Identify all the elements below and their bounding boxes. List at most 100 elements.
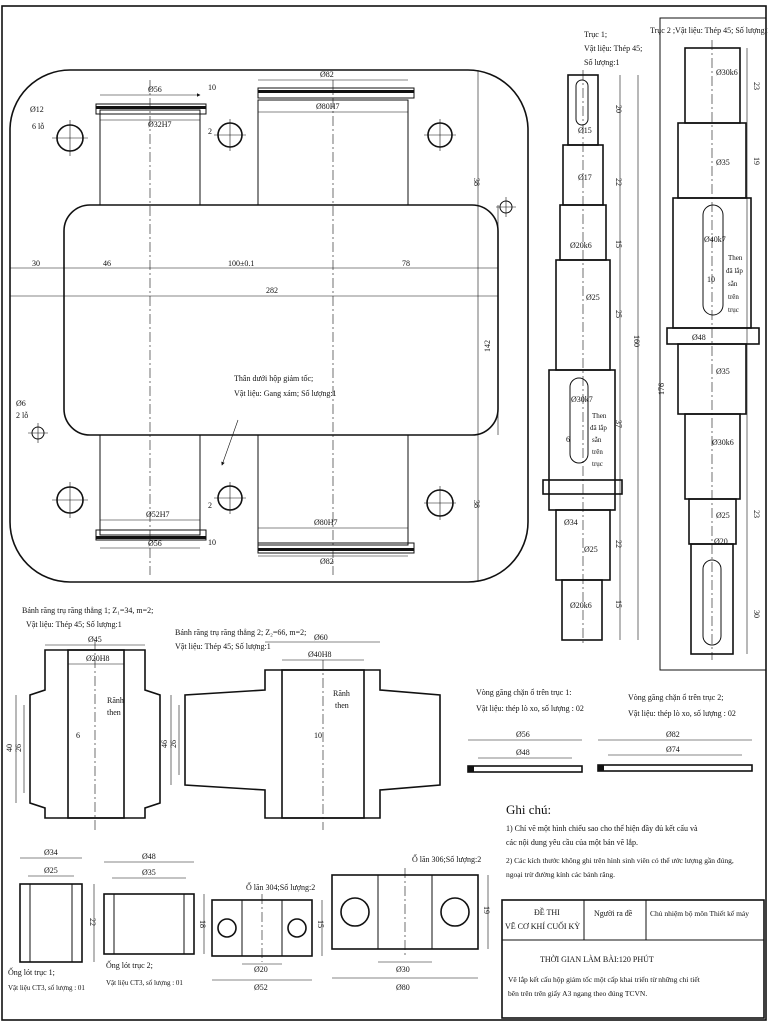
svg-text:Then: Then xyxy=(592,412,607,420)
shaft2-d35: Ø35 xyxy=(716,158,730,167)
shaft2-d40k7: Ø40k7 xyxy=(704,235,726,244)
notes-block: Ghi chú: 1) Chỉ vẽ một hình chiếu sao ch… xyxy=(506,802,734,879)
titleblock-time: THỜI GIAN LÀM BÀI:120 PHÚT xyxy=(540,954,654,964)
bearing2-title: Ổ lăn 306;Số lượng:2 xyxy=(412,854,481,864)
bolt-hole-icon xyxy=(28,119,516,520)
shaft2-d20: Ø20 xyxy=(714,537,728,546)
shaft1-l22: 22 xyxy=(614,178,623,186)
shaft1-l20: 20 xyxy=(614,105,623,113)
sleeve1-d25: Ø25 xyxy=(44,866,58,875)
shaft2-d30k6b: Ø30k6 xyxy=(712,438,734,447)
bearing1-view: Ổ lăn 304;Số lượng:2 Ø20 Ø52 15 xyxy=(211,882,325,992)
dim-30: 30 xyxy=(32,259,40,268)
shaft1-d17: Ø17 xyxy=(578,173,592,182)
bearing1-d52: Ø52 xyxy=(254,983,268,992)
dim-d12: Ø12 xyxy=(30,105,44,114)
dim-d56-bot: Ø56 xyxy=(148,539,162,548)
gear2-view: Bánh răng trụ răng thẳng 2; Z₂=66, m=2; … xyxy=(160,628,441,830)
svg-text:sẵn: sẵn xyxy=(592,436,602,444)
dim-100: 100±0.1 xyxy=(228,259,254,268)
gear2-key-1: Rãnh xyxy=(333,689,350,698)
gear1-title-2: Vật liệu: Thép 45; Số lượng:1 xyxy=(26,620,122,629)
shaft2-l23: 23 xyxy=(752,82,761,90)
dim-10-top: 10 xyxy=(208,83,216,92)
ring1-view: Vòng găng chặn ổ trên trục 1: Vật liệu: … xyxy=(467,688,584,773)
shaft1-key-note: Then đã lắp sẵn trên trục xyxy=(590,412,607,468)
shaft1-d30k7: Ø30k7 xyxy=(571,395,593,404)
sleeve1-view: Ø34 Ø25 22 Ống lót trục 1; Vật liệu CT3,… xyxy=(8,848,97,992)
bearing2-view: Ổ lăn 306;Số lượng:2 Ø30 Ø80 19 xyxy=(331,854,491,992)
sleeve2-title-1: Ống lót trục 2; xyxy=(106,960,153,970)
sleeve2-view: Ø48 Ø35 18 Ống lót trục 2; Vật liệu CT3,… xyxy=(103,852,207,987)
gear1-key-2: then xyxy=(107,708,121,717)
svg-text:trục: trục xyxy=(592,460,603,468)
ring2-title-2: Vật liệu: thép lò xo, số lượng : 02 xyxy=(628,709,736,718)
title-block: ĐỀ THI VẼ CƠ KHÍ CUỐI KỲ Người ra đề Chủ… xyxy=(501,899,765,1019)
shaft1-d25b: Ø25 xyxy=(584,545,598,554)
gear1-h26: 26 xyxy=(14,744,23,752)
dim-d80h7-bot: Ø80H7 xyxy=(314,518,338,527)
bearing1-w15: 15 xyxy=(316,920,325,928)
shaft2-view: Trục 2 ;Vật liệu: Thép 45; Số lượng:1 Ø3… xyxy=(650,17,768,671)
notes-line-1: 1) Chỉ vẽ một hình chiếu sao cho thể hiệ… xyxy=(506,824,698,833)
svg-text:trục: trục xyxy=(728,306,739,314)
titleblock-exam-1: ĐỀ THI xyxy=(534,907,560,917)
dim-282: 282 xyxy=(266,286,278,295)
housing-cavity xyxy=(63,204,499,436)
shaft2-l19: 19 xyxy=(752,157,761,165)
sleeve1-title-1: Ống lót trục 1; xyxy=(8,967,55,977)
dim-142: 142 xyxy=(483,340,492,352)
shaft2-l176: 176 xyxy=(657,383,666,395)
shaft2-l23b: 23 xyxy=(752,510,761,518)
shaft2-d25: Ø25 xyxy=(716,511,730,520)
gear1-h40: 40 xyxy=(5,744,14,752)
notes-line-2: các nội dung yêu cầu của một bản vẽ lắp. xyxy=(506,838,638,847)
svg-text:sẵn: sẵn xyxy=(728,280,738,288)
dim-46: 46 xyxy=(103,259,111,268)
bearing2-d80: Ø80 xyxy=(396,983,410,992)
dim-2-top: 2 xyxy=(208,127,212,136)
gear1-title-1: Bánh răng trụ răng thẳng 1; Z₁=34, m=2; xyxy=(22,606,153,615)
gear2-title-2: Vật liệu: Thép 45; Số lượng:1 xyxy=(175,642,271,651)
gear2-h26: 26 xyxy=(169,740,178,748)
dim-d32h7: Ø32H7 xyxy=(148,120,172,129)
shaft1-l37: 37 xyxy=(614,420,623,428)
shaft1-d25a: Ø25 xyxy=(586,293,600,302)
sleeve2-d35: Ø35 xyxy=(142,868,156,877)
gear2-w10: 10 xyxy=(314,731,322,740)
shaft2-d48: Ø48 xyxy=(692,333,706,342)
gear1-view: Bánh răng trụ răng thẳng 1; Z₁=34, m=2; … xyxy=(5,606,161,830)
gear1-key-1: Rãnh xyxy=(107,696,124,705)
shaft1-l160: 160 xyxy=(632,335,641,347)
sleeve1-title-2: Vật liệu CT3, số lượng : 01 xyxy=(8,984,85,992)
shaft1-l15: 15 xyxy=(614,240,623,248)
shaft1-d15: Ø15 xyxy=(578,126,592,135)
ring1-title-1: Vòng găng chặn ổ trên trục 1: xyxy=(476,688,572,697)
dim-d82-top: Ø82 xyxy=(320,70,334,79)
sheet-border xyxy=(1,5,767,1021)
dim-d6: Ø6 xyxy=(16,399,26,408)
ring2-d74: Ø74 xyxy=(666,745,680,754)
gear1-d45: Ø45 xyxy=(88,635,102,644)
dim-2-bot: 2 xyxy=(208,501,212,510)
shaft1-title-1: Trục 1; xyxy=(584,30,607,39)
ring1-d56: Ø56 xyxy=(516,730,530,739)
housing-view: Ø56 Ø82 Ø12 6 lỗ Ø32H7 Ø80H7 10 2 30 46 … xyxy=(9,69,529,583)
shaft1-view: Trục 1; Vật liệu: Thép 45; Số lượng:1 Ø1… xyxy=(542,30,642,645)
bearing2-w19: 19 xyxy=(482,906,491,914)
ring2-view: Vòng găng chặn ổ trên trục 2; Vật liệu: … xyxy=(597,693,753,772)
housing-label-1: Thân dưới hộp giảm tốc; xyxy=(234,374,313,383)
sleeve2-h18: 18 xyxy=(198,920,207,928)
dim-38-top: 38 xyxy=(472,178,481,186)
sleeve2-title-2: Vật liệu CT3, số lượng : 01 xyxy=(106,979,183,987)
ring1-title-2: Vật liệu: thép lò xo, số lượng : 02 xyxy=(476,704,584,713)
shaft2-w10: 10 xyxy=(707,275,715,284)
dim-38-bot: 38 xyxy=(472,500,481,508)
sleeve1-h22: 22 xyxy=(88,918,97,926)
gear1-d20h8: Ø20H8 xyxy=(86,654,110,663)
shaft1-d20k6b: Ø20k6 xyxy=(570,601,592,610)
dim-d52h7: Ø52H7 xyxy=(146,510,170,519)
titleblock-author: Người ra đề xyxy=(594,909,633,918)
notes-line-3: 2) Các kích thước không ghi trên hình si… xyxy=(506,856,734,865)
